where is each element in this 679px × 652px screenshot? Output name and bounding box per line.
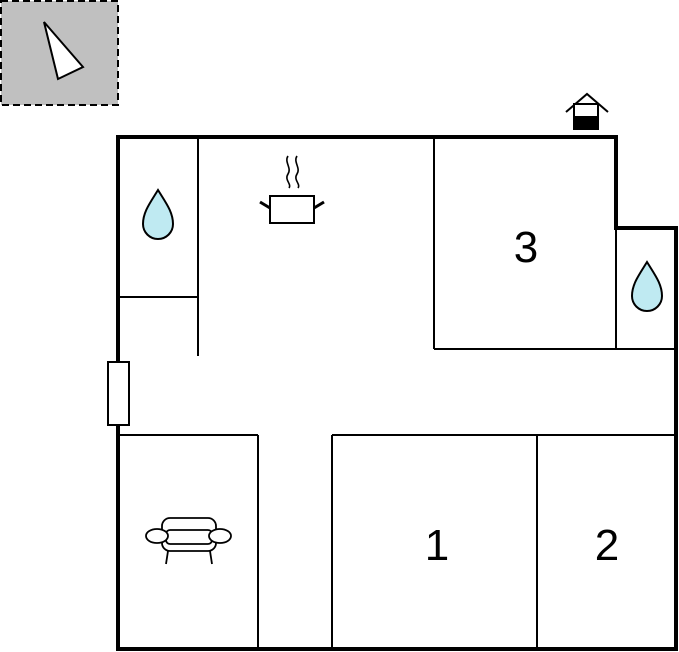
room-number-3: 3 (514, 223, 538, 272)
cooking-pot-icon (259, 155, 325, 224)
door-icon (107, 361, 130, 426)
compass-north-arrow-icon (43, 21, 85, 81)
water-drop-icon (630, 260, 664, 312)
interior-walls (118, 138, 676, 649)
compass (0, 0, 119, 106)
sofa-icon (145, 517, 232, 565)
water-drop-icon (141, 188, 175, 240)
house-entrance-icon (565, 92, 609, 130)
room-number-2: 2 (595, 521, 619, 570)
room-number-1: 1 (425, 521, 449, 570)
exterior-walls (116, 135, 678, 651)
